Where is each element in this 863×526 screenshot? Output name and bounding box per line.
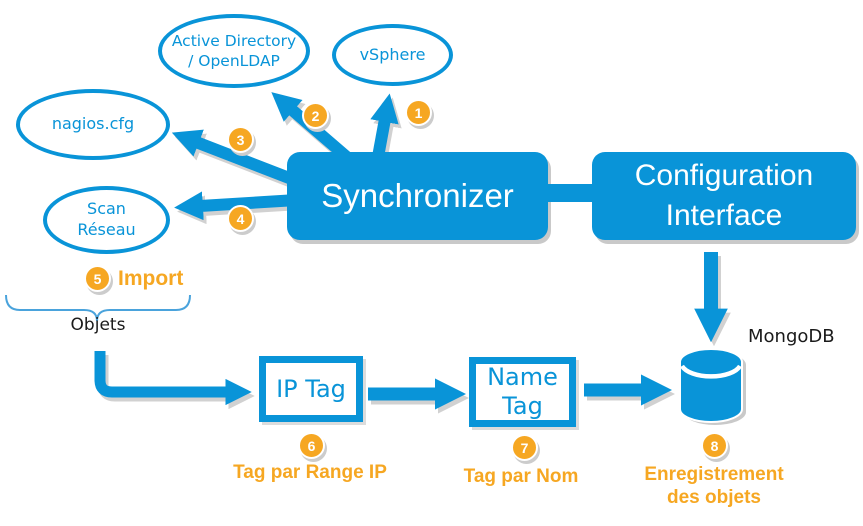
step-1-number: 1 <box>414 104 423 121</box>
oval-scan-reseau: Scan Réseau <box>43 186 170 254</box>
step-4-number: 4 <box>236 210 245 227</box>
enregistrement-label: Enregistrement des objets <box>629 463 799 509</box>
step-badge-4: 4 <box>227 205 254 232</box>
synchronizer-box: Synchronizer <box>287 152 548 240</box>
step-badge-3: 3 <box>227 126 254 153</box>
configuration-interface-box: Configuration Interface <box>592 152 856 240</box>
step-6-number: 6 <box>307 437 316 454</box>
import-label: Import <box>118 267 184 290</box>
step-7-number: 7 <box>520 439 529 456</box>
step-badge-6: 6 <box>298 432 325 459</box>
name-tag-label-line1: Name <box>487 363 558 392</box>
name-tag-box: Name Tag <box>469 357 576 427</box>
enregistrement-line1: Enregistrement <box>644 464 784 485</box>
oval-active-directory: Active Directory / OpenLDAP <box>158 14 310 88</box>
step-badge-8: 8 <box>701 432 728 459</box>
synchronizer-label: Synchronizer <box>321 177 514 214</box>
tag-par-range-ip-label: Tag par Range IP <box>233 462 387 483</box>
sync-config-connector <box>548 184 593 202</box>
step-badge-5: 5 <box>84 265 111 292</box>
step-badge-2: 2 <box>302 102 329 129</box>
nagios-label: nagios.cfg <box>51 114 135 134</box>
configuration-label-line1: Configuration <box>634 158 814 192</box>
vsphere-label: vSphere <box>359 44 426 64</box>
arrow-sync-to-scan <box>174 191 298 221</box>
active-directory-label-line2: / OpenLDAP <box>188 52 280 70</box>
arrow-objets-to-iptag <box>94 351 252 406</box>
configuration-label-line2: Interface <box>665 199 783 232</box>
enregistrement-line2: des objets <box>667 487 761 509</box>
step-3-number: 3 <box>236 131 245 148</box>
mongodb-label: MongoDB <box>748 326 835 347</box>
active-directory-label-line1: Active Directory <box>171 31 297 50</box>
step-badge-7: 7 <box>511 434 538 461</box>
scan-reseau-label-line2: Réseau <box>77 220 136 239</box>
mongodb-cylinder-shadow <box>684 352 746 425</box>
ip-tag-box: IP Tag <box>259 356 363 422</box>
step-2-number: 2 <box>311 107 320 124</box>
step-badge-1: 1 <box>405 99 432 126</box>
oval-nagios: nagios.cfg <box>16 89 170 160</box>
objets-label: Objets <box>70 315 126 335</box>
ip-tag-label: IP Tag <box>276 374 346 403</box>
step-8-number: 8 <box>710 437 719 454</box>
step-5-number: 5 <box>93 270 102 287</box>
name-tag-label-line2: Tag <box>502 392 543 420</box>
tag-par-nom-label: Tag par Nom <box>463 466 579 487</box>
scan-reseau-label-line1: Scan <box>87 199 126 219</box>
mongodb-cylinder-icon <box>679 348 743 423</box>
oval-vsphere: vSphere <box>332 24 453 86</box>
